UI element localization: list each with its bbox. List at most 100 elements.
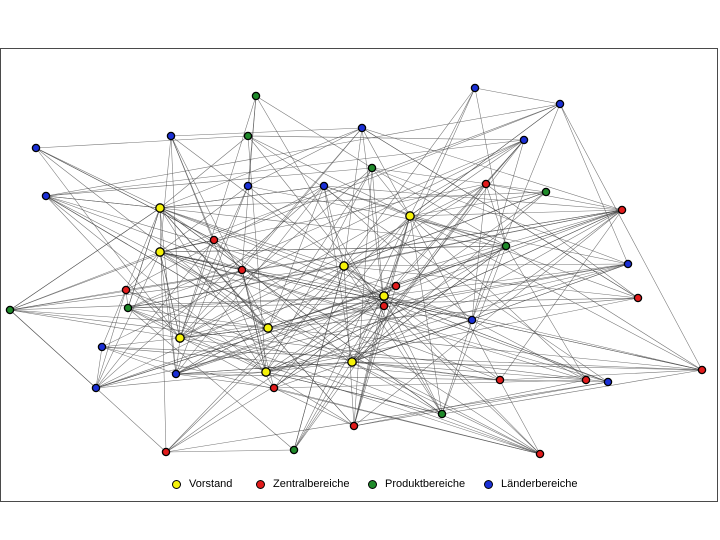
- edge-42: [485, 183, 623, 211]
- edge-200: [247, 135, 267, 373]
- edge-274: [441, 319, 473, 415]
- node-18-vorstand: [155, 247, 165, 257]
- edge-251: [353, 381, 609, 427]
- edge-184: [159, 207, 385, 297]
- edge-147: [170, 135, 269, 329]
- edge-202: [265, 209, 623, 373]
- edge-74: [323, 185, 411, 217]
- edge-31: [101, 139, 525, 348]
- node-5-produkt: [243, 131, 253, 141]
- edge-220: [95, 239, 215, 389]
- edge-258: [165, 215, 411, 453]
- edge-165: [9, 289, 127, 311]
- edge-195: [175, 327, 269, 375]
- edge-15: [170, 135, 267, 373]
- edge-206: [265, 285, 397, 373]
- edge-105: [9, 251, 161, 311]
- edge-154: [267, 263, 629, 329]
- edge-292: [343, 265, 501, 381]
- edge-222: [95, 289, 127, 389]
- edge-53: [323, 185, 345, 267]
- edge-232: [351, 87, 476, 363]
- diagram-frame: [0, 48, 718, 502]
- edge-layer: [9, 87, 703, 455]
- legend-marker-produkt: [368, 479, 377, 489]
- legend-marker-vorstand: [172, 479, 181, 489]
- edge-61: [159, 185, 325, 209]
- edge-163: [9, 103, 561, 311]
- edge-169: [471, 139, 525, 321]
- edge-70: [409, 103, 561, 217]
- edge-133: [127, 307, 269, 329]
- edge-39: [179, 185, 249, 339]
- edge-179: [179, 209, 623, 339]
- edge-58: [45, 195, 181, 339]
- edge-173: [361, 127, 639, 299]
- edge-90: [175, 209, 623, 375]
- edge-174: [485, 183, 639, 299]
- edge-233: [351, 139, 525, 363]
- edge-100: [159, 135, 172, 253]
- edge-17: [159, 135, 249, 209]
- edge-135: [127, 307, 275, 389]
- edge-230: [273, 379, 587, 389]
- edge-137: [343, 127, 363, 267]
- edge-151: [267, 209, 623, 329]
- edge-119: [179, 263, 629, 339]
- node-12-laender: [319, 181, 329, 191]
- edge-96: [213, 239, 243, 271]
- edge-93: [35, 147, 215, 241]
- edge-189: [383, 295, 443, 415]
- edge-265: [353, 285, 397, 427]
- edge-246: [353, 379, 587, 427]
- node-43-produkt: [437, 409, 447, 419]
- edge-248: [9, 309, 609, 383]
- edge-142: [9, 265, 345, 311]
- edge-2: [45, 103, 561, 197]
- edge-102: [159, 239, 215, 253]
- edge-271: [159, 207, 443, 415]
- edge-20: [247, 127, 363, 187]
- node-1-laender: [555, 99, 565, 109]
- edge-79: [409, 215, 587, 381]
- edge-157: [267, 297, 639, 329]
- edge-6: [559, 103, 703, 371]
- node-7-laender: [519, 135, 529, 145]
- edge-132: [127, 265, 345, 309]
- legend-label-zentral: Zentralbereiche: [273, 478, 350, 490]
- edge-237: [351, 245, 507, 363]
- edge-138: [343, 139, 525, 267]
- node-46-laender: [97, 342, 107, 352]
- node-15-vorstand: [405, 211, 415, 221]
- edge-14: [170, 135, 181, 339]
- node-47-zentral: [495, 375, 505, 385]
- node-33-vorstand: [261, 367, 271, 377]
- edge-259: [165, 245, 507, 453]
- edge-10: [35, 147, 161, 209]
- edge-89: [471, 209, 623, 321]
- edge-34: [371, 167, 507, 247]
- node-31-vorstand: [379, 291, 389, 301]
- edge-209: [265, 297, 639, 373]
- node-34-zentral: [379, 301, 389, 311]
- node-24-produkt: [123, 303, 133, 313]
- edge-127: [125, 251, 161, 291]
- edge-244: [159, 251, 587, 381]
- legend-item-zentral: Zentralbereiche: [256, 478, 349, 490]
- edge-193: [159, 251, 177, 375]
- edge-114: [159, 245, 507, 253]
- edge-29: [179, 139, 525, 339]
- node-21-zentral: [237, 265, 247, 275]
- edge-65: [159, 207, 473, 321]
- edge-286: [165, 449, 295, 453]
- edge-273: [441, 245, 507, 415]
- node-35-laender: [91, 383, 101, 393]
- edge-68: [101, 207, 161, 348]
- edge-56: [45, 195, 243, 271]
- edge-50: [351, 191, 547, 363]
- edge-238: [351, 263, 629, 363]
- edge-69: [409, 87, 476, 217]
- edge-235: [323, 185, 353, 363]
- node-40-zentral: [697, 365, 707, 375]
